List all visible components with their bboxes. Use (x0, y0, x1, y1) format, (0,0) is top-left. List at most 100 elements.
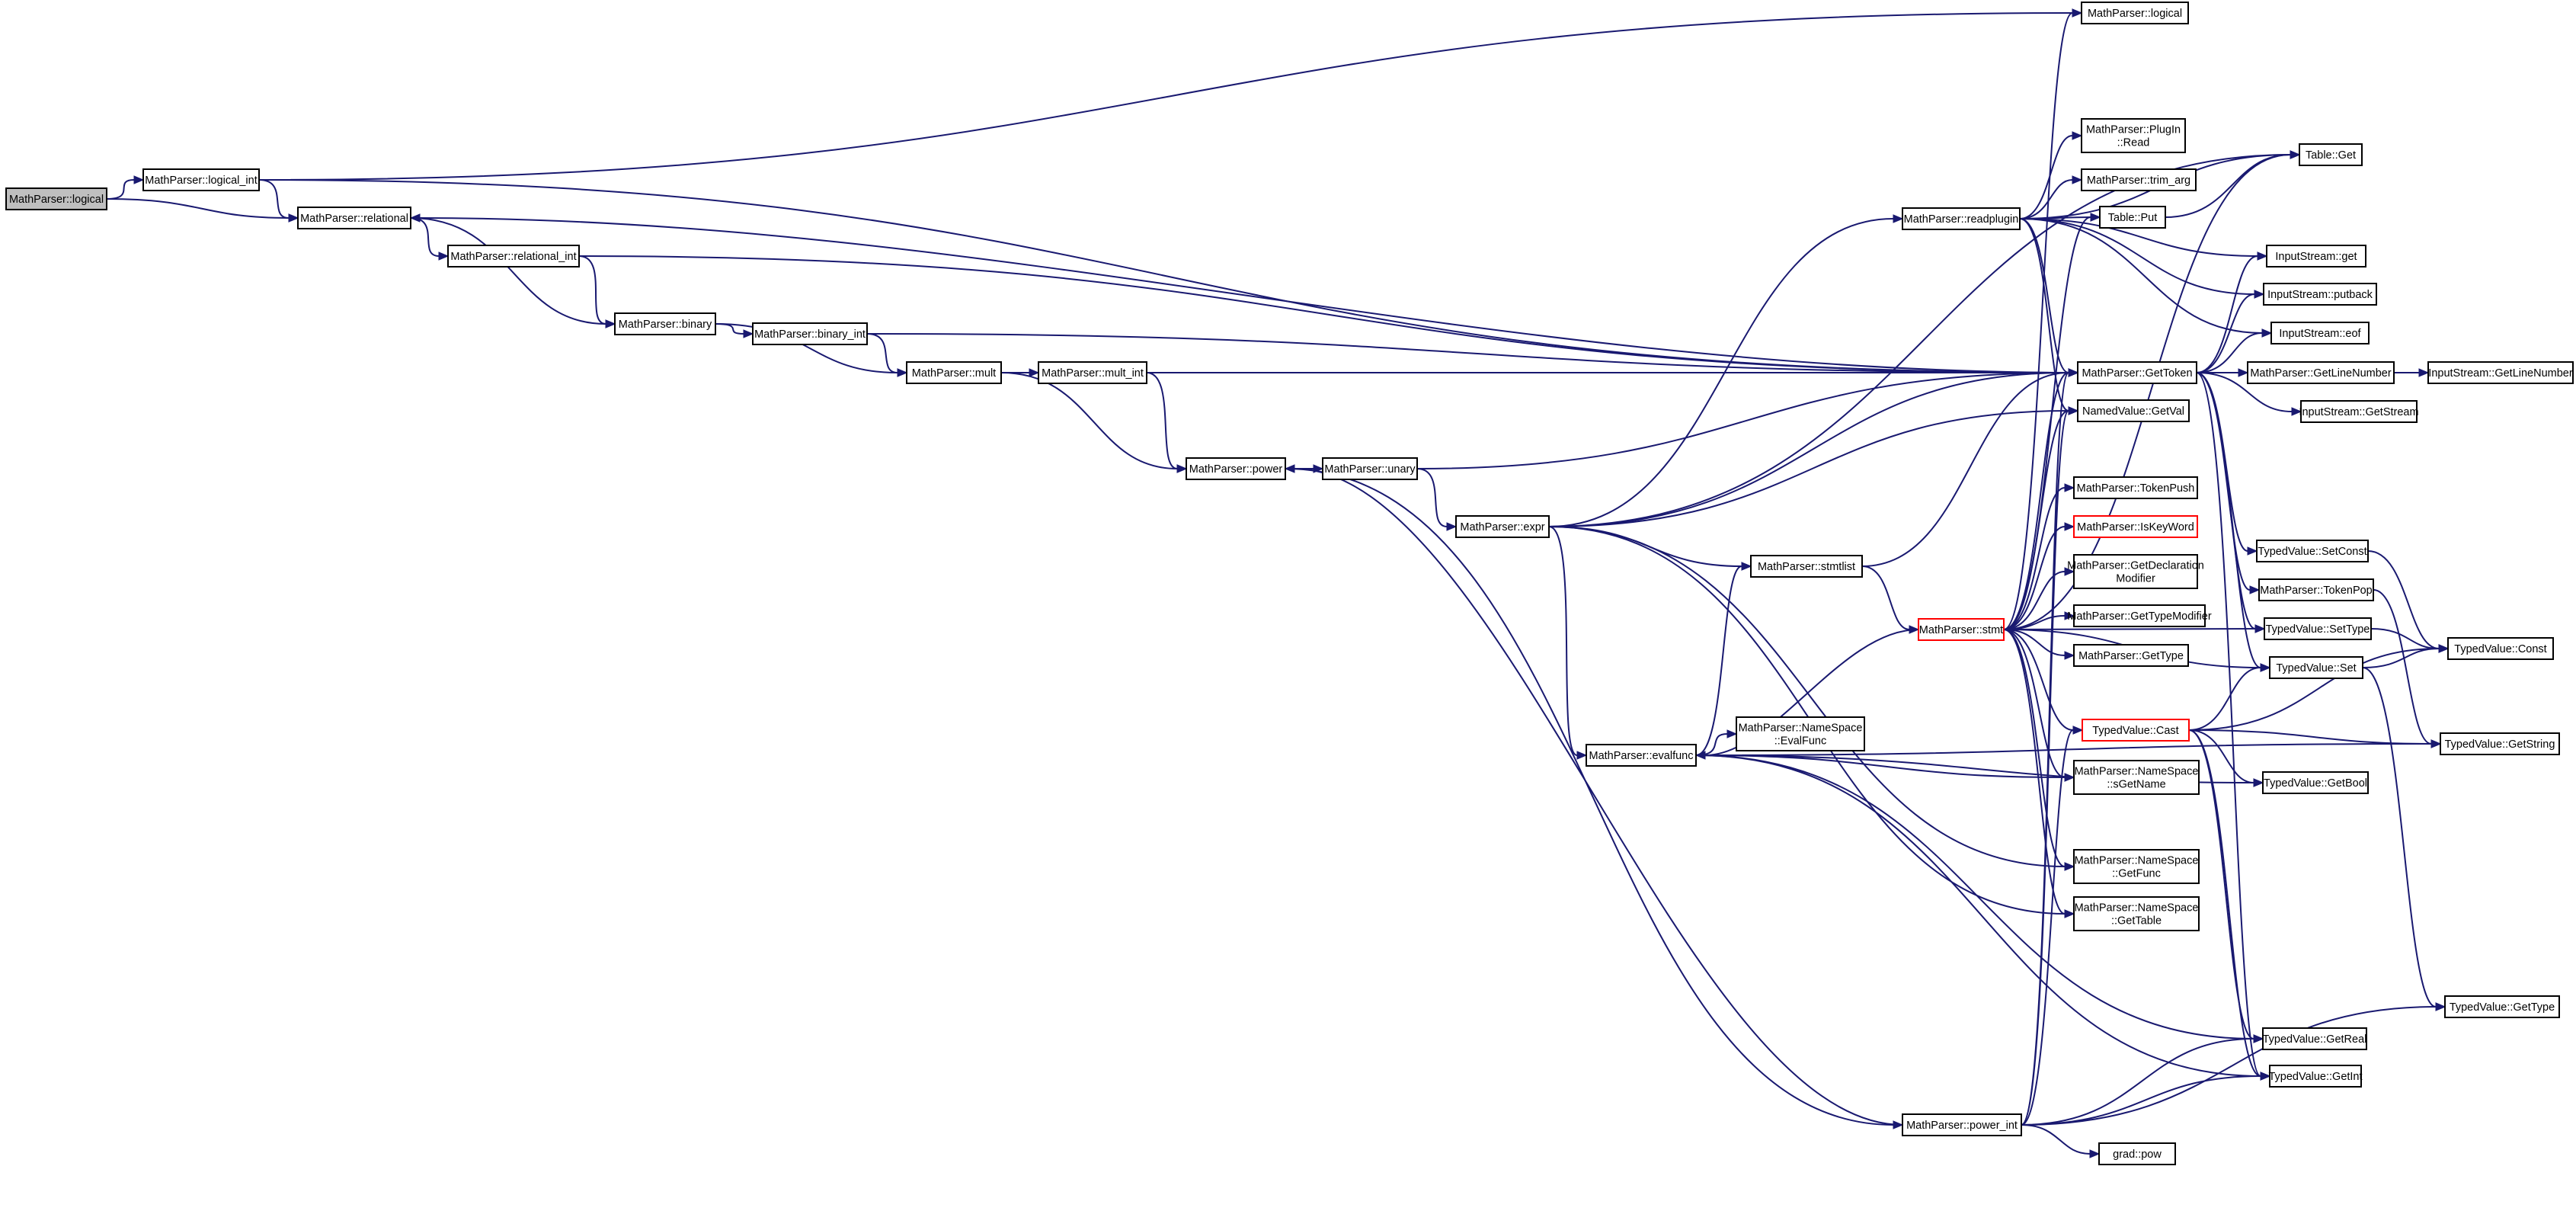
node-trim-arg[interactable]: MathParser::trim_arg (2081, 168, 2197, 191)
node-tv-settype[interactable]: TypedValue::SetType (2264, 617, 2372, 640)
edge-readplugin-to-is-putback (2019, 218, 2265, 299)
edge-line (578, 255, 2069, 373)
node-gettypemod[interactable]: MathParser::GetTypeModifier (2067, 604, 2212, 627)
node-relational-int[interactable]: MathParser::relational_int (447, 245, 580, 268)
node-ns-gettable[interactable]: MathParser::NameSpace::GetTable (2073, 896, 2200, 931)
node-is-getstream[interactable]: InputStream::GetStream (2299, 400, 2419, 423)
node-label: MathParser::NameSpace (2075, 855, 2199, 867)
arrow-head (2064, 483, 2075, 492)
edge-line (2019, 135, 2073, 219)
edge-line (1695, 743, 2432, 756)
node-is-eof[interactable]: InputStream::eof (2270, 322, 2370, 344)
node-label: Modifier (2116, 573, 2155, 585)
node-tv-getstring[interactable]: TypedValue::GetString (2440, 732, 2560, 755)
node-box (2073, 604, 2206, 627)
node-label: MathParser::GetLineNumber (2250, 367, 2392, 380)
node-box (2299, 143, 2363, 166)
edge-power-int-to-power (1284, 464, 1903, 1126)
edge-line (2362, 667, 2437, 1008)
edge-line (2019, 218, 2069, 412)
node-tv-getbool[interactable]: TypedValue::GetBool (2262, 771, 2369, 794)
node-box (1736, 716, 1865, 751)
edge-line (2021, 729, 2074, 1126)
edge-stmt-to-table-put (2003, 213, 2101, 630)
node-tv-setconst[interactable]: TypedValue::SetConst (2256, 540, 2369, 562)
edge-line (2021, 1006, 2437, 1126)
node-logical-top[interactable]: MathParser::logical (2081, 2, 2189, 24)
node-label: MathParser::power (1189, 463, 1283, 476)
node-expr[interactable]: MathParser::expr (1455, 515, 1550, 538)
node-plugin-read[interactable]: MathParser::PlugIn::Read (2081, 118, 2186, 153)
edge-line (1000, 372, 1178, 469)
node-stmtlist[interactable]: MathParser::stmtlist (1750, 555, 1863, 578)
node-label: MathParser::expr (1460, 521, 1544, 533)
edge-line (2003, 629, 2066, 778)
edge-tv-setconst-to-tv-const (2367, 550, 2450, 653)
node-box (2262, 771, 2369, 794)
node-power-int[interactable]: MathParser::power_int (1902, 1113, 2022, 1136)
node-tv-const[interactable]: TypedValue::Const (2447, 637, 2554, 660)
edge-line (1548, 526, 1578, 756)
node-binary[interactable]: MathParser::binary (614, 312, 716, 335)
node-mult-int[interactable]: MathParser::mult_int (1038, 361, 1147, 384)
node-readplugin[interactable]: MathParser::readplugin (1902, 207, 2021, 230)
node-ns-isgetname[interactable]: MathParser::NameSpace::sGetName (2073, 760, 2200, 795)
node-box (1750, 555, 1863, 578)
node-label: TypedValue::GetInt (2268, 1071, 2362, 1083)
node-is-putback[interactable]: InputStream::putback (2263, 283, 2377, 306)
node-gettoken[interactable]: MathParser::GetToken (2077, 361, 2197, 384)
node-tokenpush[interactable]: MathParser::TokenPush (2073, 476, 2198, 499)
node-label: ::GetTable (2111, 915, 2162, 927)
node-is-get[interactable]: InputStream::get (2266, 245, 2366, 268)
edge-line (258, 179, 2069, 373)
edge-line (2188, 648, 2440, 731)
node-mult[interactable]: MathParser::mult (906, 361, 1002, 384)
arrow-head (1741, 562, 1752, 571)
node-label: TypedValue::GetBool (2264, 777, 2367, 790)
edge-expr-to-gettoken (1548, 368, 2079, 527)
edge-line (1416, 372, 2069, 469)
node-tv-gettype[interactable]: TypedValue::GetType (2444, 995, 2560, 1018)
node-ns-getfunc[interactable]: MathParser::NameSpace::GetFunc (2073, 849, 2200, 884)
node-stmt[interactable]: MathParser::stmt (1918, 618, 2005, 641)
node-grad-pow[interactable]: grad::pow (2098, 1142, 2176, 1165)
node-getlinenumber[interactable]: MathParser::GetLineNumber (2247, 361, 2395, 384)
arrow-head (2430, 739, 2442, 748)
node-evalfunc[interactable]: MathParser::evalfunc (1586, 744, 1697, 767)
node-label: TypedValue::GetReal (2263, 1033, 2367, 1046)
edge-line (258, 12, 2073, 181)
node-tv-cast[interactable]: TypedValue::Cast (2082, 719, 2190, 742)
node-tokenpop[interactable]: MathParser::TokenPop (2258, 578, 2374, 601)
node-label: MathParser::logical (2088, 8, 2182, 20)
edge-line (2196, 372, 2261, 1077)
node-table-get[interactable]: Table::Get (2299, 143, 2363, 166)
node-is-getlinenumber[interactable]: InputStream::GetLineNumber (2427, 361, 2574, 384)
node-tv-getreal[interactable]: TypedValue::GetReal (2262, 1027, 2367, 1050)
node-iskeyword[interactable]: MathParser::IsKeyWord (2073, 515, 2198, 538)
edge-power-int-to-tv-cast (2021, 726, 2084, 1126)
node-tv-getint[interactable]: TypedValue::GetInt (2268, 1065, 2363, 1088)
node-tv-set[interactable]: TypedValue::Set (2269, 656, 2363, 679)
node-label: Table::Put (2108, 212, 2158, 224)
edge-line (2367, 550, 2440, 649)
node-binary-int[interactable]: MathParser::binary_int (752, 322, 868, 345)
node-box (2266, 245, 2366, 268)
arrow-head (2260, 1072, 2271, 1081)
node-box (1038, 361, 1147, 384)
node-gettype-mp[interactable]: MathParser::GetType (2073, 644, 2189, 667)
node-unary[interactable]: MathParser::unary (1322, 457, 1418, 480)
edge-stmt-to-evalfunc (1694, 629, 1919, 760)
node-relational[interactable]: MathParser::relational (297, 207, 411, 229)
node-ns-evalfunc[interactable]: MathParser::NameSpace::EvalFunc (1736, 716, 1865, 751)
node-logical-root[interactable]: MathParser::logical (5, 187, 107, 210)
node-namedvalue-getval[interactable]: NamedValue::GetVal (2077, 399, 2190, 422)
edge-readplugin-to-trim-arg (2019, 175, 2083, 219)
node-logical-int[interactable]: MathParser::logical_int (142, 168, 260, 191)
node-power[interactable]: MathParser::power (1186, 457, 1286, 480)
node-box (2073, 515, 2198, 538)
node-table-put[interactable]: Table::Put (2099, 206, 2166, 229)
edge-line (1548, 410, 2069, 527)
arrow-head (1284, 464, 1295, 473)
arrow-head (2260, 663, 2271, 672)
